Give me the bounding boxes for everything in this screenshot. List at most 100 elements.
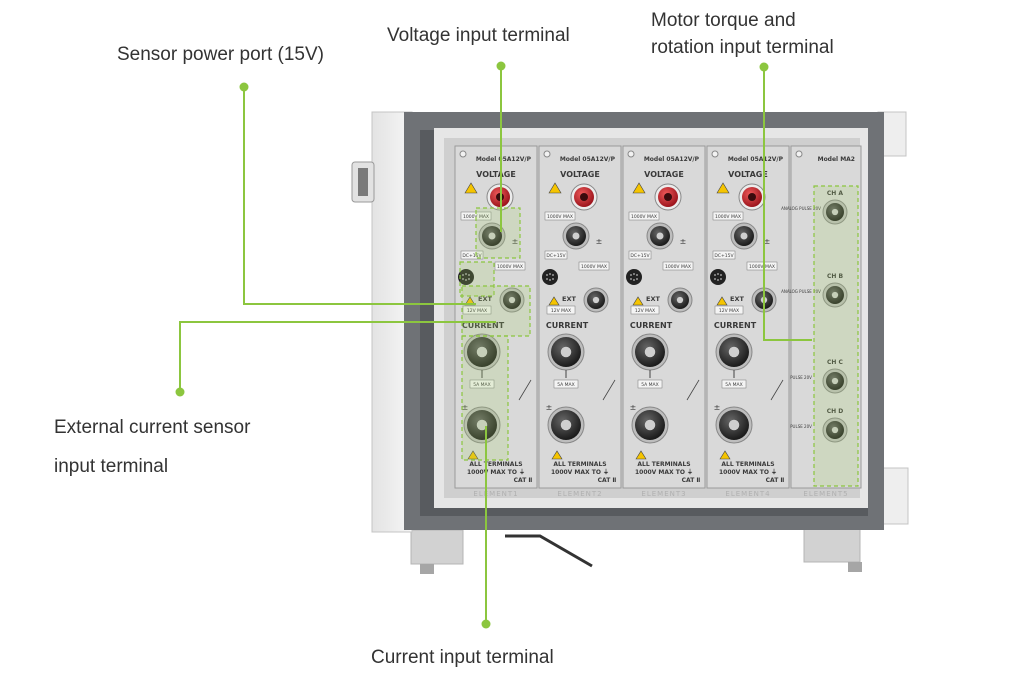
port-pin — [630, 274, 632, 276]
channel-sub: ANALOG PULSE 20V — [781, 206, 821, 211]
dc15v-badge — [628, 250, 652, 260]
port-pin — [549, 279, 551, 281]
motor-dot — [759, 62, 769, 72]
dc15v-badge — [460, 250, 484, 260]
v1000-label: 1000V MAX — [715, 214, 741, 220]
v1000-badge-2 — [494, 261, 526, 271]
channel-sub: PULSE 20V — [790, 375, 812, 380]
port-pin — [552, 274, 554, 276]
ext-label: EXT — [478, 295, 492, 303]
motor-callout-line2: rotation input terminal — [651, 37, 834, 58]
v1000-badge-2 — [662, 261, 694, 271]
voltage-heading: VOLTAGE — [644, 170, 684, 179]
port-pin — [549, 273, 551, 275]
ext-sensor-terminal — [499, 287, 525, 313]
current-divider-line — [686, 379, 700, 401]
warning-icon-2 — [632, 296, 644, 306]
channel-terminal — [822, 282, 848, 308]
warning-icon-3 — [719, 450, 731, 460]
ext-sensor-terminal — [667, 287, 693, 313]
channel-sub: ANALOG PULSE 20V — [781, 289, 821, 294]
dc15v-label: DC+15V — [714, 253, 734, 259]
current-common-symbol: ± — [546, 403, 553, 412]
red-terminal-hole — [664, 193, 672, 201]
sensor-power-dot — [239, 82, 249, 92]
dc15v-badge — [712, 250, 736, 260]
motor-footer: ELEMENT5 — [803, 490, 848, 498]
port-pin — [462, 278, 464, 280]
channel-name: CH D — [827, 408, 844, 415]
terminal-pin — [560, 346, 572, 358]
v1000-label: 1000V MAX — [631, 214, 657, 220]
current-input-terminal — [463, 333, 501, 371]
warning-icon — [716, 182, 730, 194]
port-pin — [633, 279, 635, 281]
terminal-pin — [644, 419, 656, 431]
terminal-pin — [728, 346, 740, 358]
common-symbol: ± — [596, 237, 603, 246]
warning-icon-3 — [635, 450, 647, 460]
terminal-pin — [476, 419, 488, 431]
voltage-input-dot — [496, 61, 506, 71]
cat-label: CAT Ⅱ — [598, 477, 617, 484]
current-heading: CURRENT — [462, 321, 505, 330]
voltage-common-terminal — [646, 222, 674, 250]
channel-name: CH B — [827, 273, 844, 280]
terminal-pin — [831, 291, 839, 299]
v1000-badge-2 — [578, 261, 610, 271]
port-pin — [552, 278, 554, 280]
all-terminals-label: ALL TERMINALS — [469, 461, 522, 468]
terminal-pin — [488, 232, 496, 240]
instrument-feet — [410, 521, 862, 574]
dc15v-label: DC+15V — [546, 253, 566, 259]
voltage-common-terminal — [478, 222, 506, 250]
terminal-pin — [740, 232, 748, 240]
sensor-power-port — [710, 269, 726, 285]
channel-terminal — [822, 417, 848, 443]
terminal-pin — [476, 346, 488, 358]
a50-label: 5A MAX — [557, 382, 574, 388]
a50-label: 5A MAX — [473, 382, 490, 388]
ext-label: EXT — [646, 295, 660, 303]
motor-leader — [763, 67, 812, 341]
v12-badge — [714, 305, 744, 315]
terminal-pin — [831, 426, 839, 434]
warning-icon-2 — [548, 296, 560, 306]
a50-label: 5A MAX — [725, 382, 742, 388]
red-terminal-hole — [748, 193, 756, 201]
current-common-terminal — [715, 406, 753, 444]
port-pin — [720, 278, 722, 280]
v1000-badge — [628, 211, 660, 221]
ext-sensor-terminal — [583, 287, 609, 313]
a50-badge — [721, 379, 747, 389]
port-pin — [546, 278, 548, 280]
external-sensor-leader — [179, 321, 496, 392]
port-pin — [636, 274, 638, 276]
voltage-heading: VOLTAGE — [560, 170, 600, 179]
max-to-label: 1000V MAX TO ⏚ — [467, 469, 525, 476]
sensor-power-port — [542, 269, 558, 285]
v12-label: 12V MAX — [719, 308, 739, 314]
v1000-label-2: 1000V MAX — [581, 264, 607, 270]
v12-label: 12V MAX — [467, 308, 487, 314]
terminal-pin — [592, 296, 600, 304]
warning-icon-3 — [551, 450, 563, 460]
max-to-label: 1000V MAX TO ⏚ — [551, 469, 609, 476]
terminal-pin — [572, 232, 580, 240]
leader-lines — [179, 66, 812, 624]
port-pin — [636, 278, 638, 280]
v1000-badge — [712, 211, 744, 221]
sensor-power-leader — [243, 87, 476, 305]
terminal-pin — [656, 232, 664, 240]
v12-badge — [462, 305, 492, 315]
port-pin — [717, 273, 719, 275]
external-sensor-dot — [175, 387, 185, 397]
module-screw — [543, 150, 551, 158]
